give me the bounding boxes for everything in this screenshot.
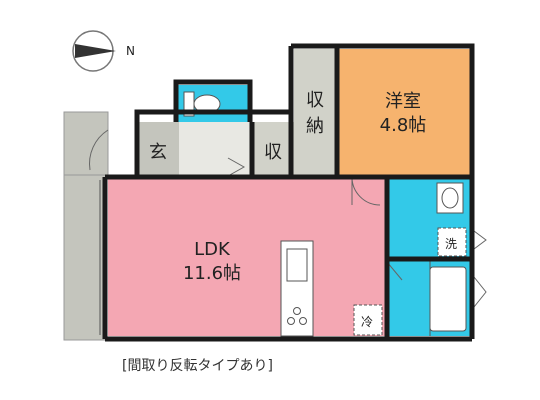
walls <box>102 43 475 342</box>
fridge-space: 冷 <box>353 304 383 336</box>
closet-label-top: 収 <box>306 90 324 111</box>
washer-label: 洗 <box>445 237 457 251</box>
compass-label: N <box>126 44 135 58</box>
caption: [間取り反転タイプあり] <box>122 358 273 374</box>
western-room-name: 洋室 <box>385 91 421 112</box>
ldk-room <box>108 177 386 336</box>
storage <box>252 122 294 177</box>
bathtub <box>429 266 467 332</box>
toilet-fixture <box>183 91 221 117</box>
ldk-room-size: 11.6帖 <box>183 263 241 284</box>
western-room-size: 4.8帖 <box>380 115 427 136</box>
western-room <box>337 49 470 175</box>
closet <box>294 49 337 175</box>
storage-label: 収 <box>264 142 282 163</box>
hallway <box>179 122 252 177</box>
porch <box>63 111 109 176</box>
closet-label-bottom: 納 <box>306 116 324 137</box>
compass-needle <box>75 44 116 58</box>
balcony-left <box>63 174 107 341</box>
washer-space: 洗 <box>437 227 467 257</box>
entrance-label: 玄 <box>149 142 167 163</box>
kitchen-counter <box>280 240 314 337</box>
ldk-room-name: LDK <box>194 239 231 260</box>
fridge-label: 冷 <box>361 315 373 329</box>
washbasin <box>436 182 464 214</box>
entrance <box>137 122 179 177</box>
compass: N <box>72 30 135 72</box>
